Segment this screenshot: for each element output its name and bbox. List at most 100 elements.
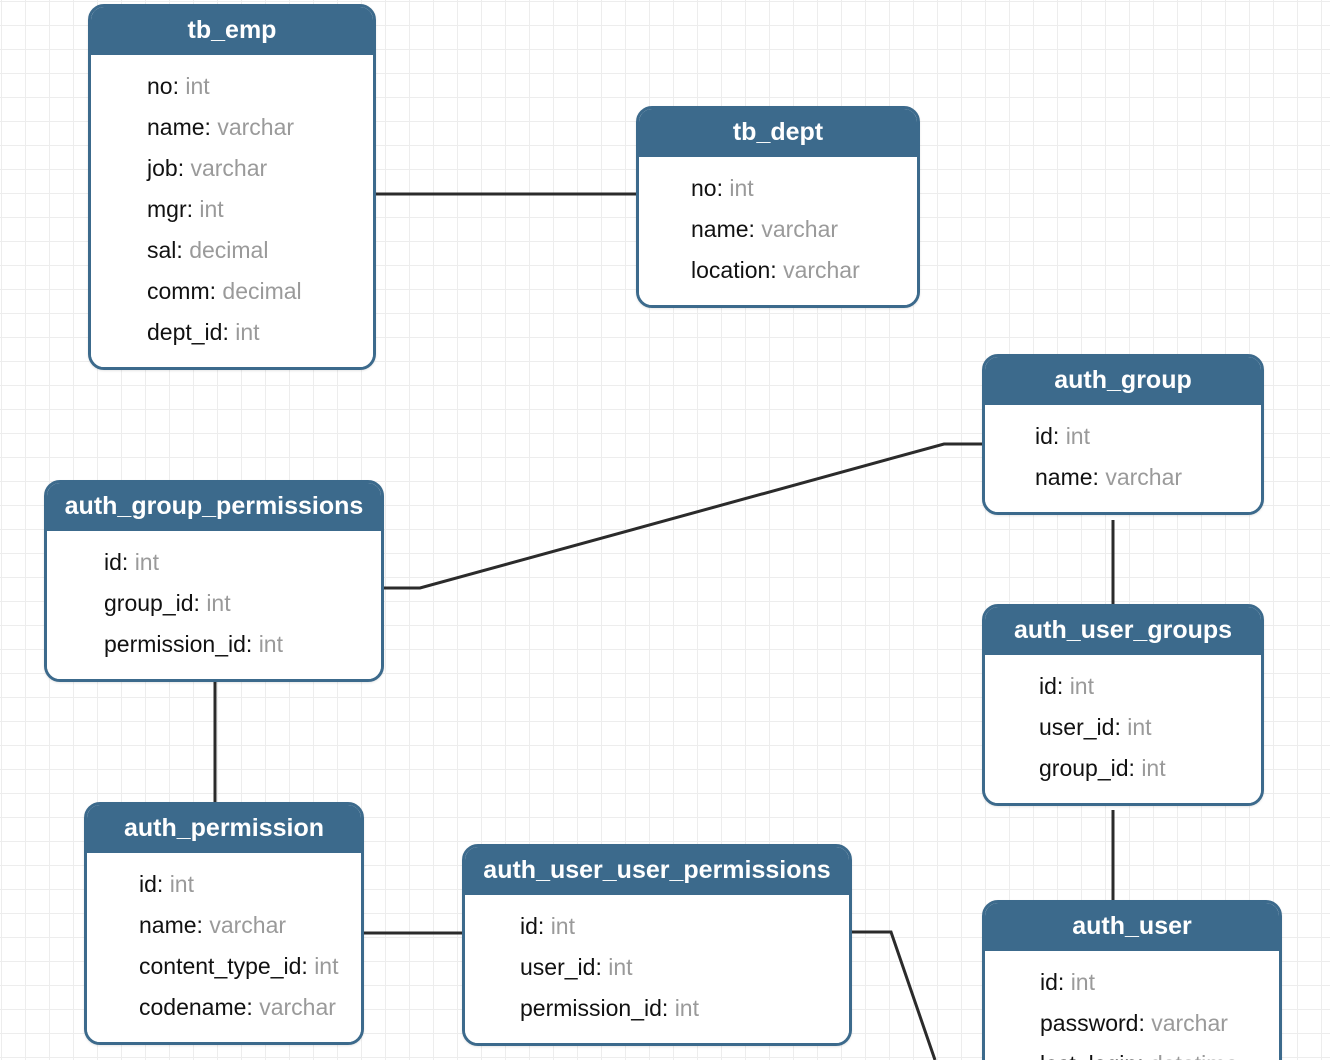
- field-type: int: [169, 871, 194, 898]
- relationship-edge[interactable]: [852, 930, 937, 1060]
- field-name: name: [139, 912, 197, 939]
- field-separator: :: [537, 913, 551, 940]
- field-row[interactable]: last_login: datetime: [985, 1044, 1279, 1060]
- field-separator: :: [595, 954, 609, 981]
- field-name: group_id: [1039, 755, 1129, 782]
- field-type: int: [206, 590, 231, 617]
- field-name: id: [1039, 673, 1057, 700]
- field-row[interactable]: name: varchar: [985, 457, 1261, 498]
- field-row[interactable]: mgr: int: [91, 189, 373, 230]
- field-row[interactable]: permission_id: int: [47, 624, 381, 665]
- field-row[interactable]: comm: decimal: [91, 271, 373, 312]
- field-separator: :: [1057, 969, 1071, 996]
- field-separator: :: [1114, 714, 1128, 741]
- field-name: user_id: [520, 954, 596, 981]
- field-type: varchar: [209, 912, 287, 939]
- field-row[interactable]: no: int: [639, 168, 917, 209]
- field-type: varchar: [259, 994, 336, 1021]
- field-row[interactable]: name: varchar: [87, 905, 361, 946]
- field-row[interactable]: password: varchar: [985, 1003, 1279, 1044]
- field-name: job: [147, 155, 178, 182]
- field-row[interactable]: location: varchar: [639, 250, 917, 291]
- field-separator: :: [1128, 755, 1142, 782]
- field-row[interactable]: id: int: [985, 416, 1261, 457]
- field-name: name: [147, 114, 205, 141]
- field-type: datetime: [1150, 1051, 1238, 1060]
- field-separator: :: [222, 319, 236, 346]
- field-separator: :: [176, 237, 190, 264]
- field-row[interactable]: id: int: [47, 542, 381, 583]
- field-row[interactable]: codename: varchar: [87, 987, 361, 1028]
- field-name: id: [520, 913, 538, 940]
- field-type: varchar: [217, 114, 295, 141]
- field-row[interactable]: group_id: int: [985, 748, 1261, 789]
- field-row[interactable]: permission_id: int: [465, 988, 849, 1029]
- field-name: id: [1040, 969, 1058, 996]
- field-separator: :: [716, 175, 730, 202]
- field-separator: :: [204, 114, 218, 141]
- field-row[interactable]: id: int: [87, 864, 361, 905]
- field-separator: :: [1092, 464, 1106, 491]
- field-row[interactable]: id: int: [465, 906, 849, 947]
- field-type: int: [550, 913, 575, 940]
- field-row[interactable]: job: varchar: [91, 148, 373, 189]
- field-name: permission_id: [520, 995, 662, 1022]
- field-type: decimal: [222, 278, 302, 305]
- field-type: varchar: [761, 216, 839, 243]
- field-row[interactable]: name: varchar: [91, 107, 373, 148]
- field-type: int: [674, 995, 699, 1022]
- field-name: last_login: [1040, 1051, 1137, 1060]
- entity-title-tb_dept: tb_dept: [639, 109, 917, 158]
- field-separator: :: [172, 73, 186, 100]
- field-name: user_id: [1039, 714, 1115, 741]
- field-row[interactable]: name: varchar: [639, 209, 917, 250]
- field-separator: :: [1138, 1010, 1152, 1037]
- field-row[interactable]: sal: decimal: [91, 230, 373, 271]
- field-separator: :: [748, 216, 762, 243]
- entity-title-auth_permission: auth_permission: [87, 805, 361, 854]
- field-name: id: [1035, 423, 1053, 450]
- field-type: int: [1127, 714, 1152, 741]
- field-name: sal: [147, 237, 177, 264]
- field-name: id: [104, 549, 122, 576]
- field-separator: :: [1052, 423, 1066, 450]
- field-row[interactable]: id: int: [985, 666, 1261, 707]
- entity-title-auth_user: auth_user: [985, 903, 1279, 952]
- field-row[interactable]: dept_id: int: [91, 312, 373, 353]
- field-name: no: [147, 73, 173, 100]
- field-separator: :: [1056, 673, 1070, 700]
- field-separator: :: [186, 196, 200, 223]
- field-row[interactable]: no: int: [91, 66, 373, 107]
- field-name: group_id: [104, 590, 194, 617]
- field-row[interactable]: user_id: int: [465, 947, 849, 988]
- field-row[interactable]: user_id: int: [985, 707, 1261, 748]
- field-separator: :: [177, 155, 191, 182]
- field-separator: :: [209, 278, 223, 305]
- field-type: int: [314, 953, 339, 980]
- field-row[interactable]: content_type_id: int: [87, 946, 361, 987]
- field-name: id: [139, 871, 157, 898]
- relationship-edge[interactable]: [384, 442, 982, 590]
- field-type: int: [258, 631, 283, 658]
- field-name: content_type_id: [139, 953, 302, 980]
- field-row[interactable]: id: int: [985, 962, 1279, 1003]
- field-type: varchar: [1151, 1010, 1228, 1037]
- field-row[interactable]: group_id: int: [47, 583, 381, 624]
- field-separator: :: [121, 549, 135, 576]
- entity-title-tb_emp: tb_emp: [91, 7, 373, 56]
- field-type: int: [185, 73, 210, 100]
